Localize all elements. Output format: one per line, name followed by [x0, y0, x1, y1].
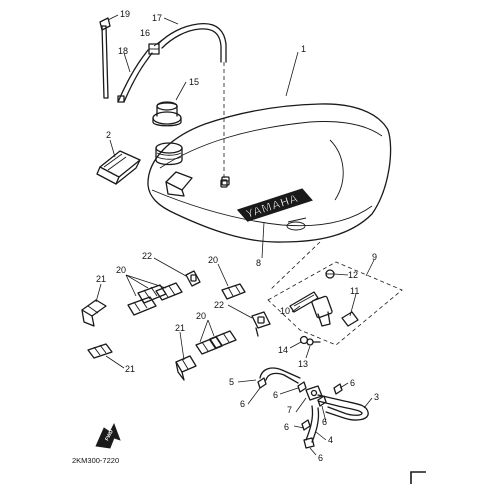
callout-9: 9	[372, 252, 377, 262]
callout-6-f: 6	[318, 453, 323, 463]
breather-hose	[117, 49, 153, 103]
grommet-22-a	[185, 270, 201, 287]
tank-bracket	[165, 171, 193, 197]
callout-11: 11	[350, 286, 359, 296]
brand-mark-text: YAMAHA	[244, 191, 300, 221]
callout-21-b: 21	[175, 323, 185, 333]
forward-arrow-label: FWD	[104, 429, 115, 442]
callout-21-a: 21	[96, 274, 106, 284]
damper-20-f	[209, 330, 237, 349]
callout-20-a: 20	[116, 265, 126, 275]
callout-labels: 1 2 3 4 5 6 6 6 6 6 6 7 8 9 10 11 12 13 …	[96, 9, 379, 463]
hose-clip	[220, 179, 228, 188]
corner-mark	[410, 471, 426, 484]
callout-14: 14	[278, 345, 288, 355]
hose-clip-6-d	[317, 395, 327, 407]
fuel-cock-lever	[341, 311, 359, 327]
callout-20-c: 20	[196, 311, 206, 321]
callout-18: 18	[118, 46, 128, 56]
hose-joint	[148, 43, 160, 55]
callout-15: 15	[189, 77, 199, 87]
fuel-cock-body	[311, 295, 333, 327]
hose-clip-6-c	[333, 383, 343, 395]
callout-1: 1	[301, 44, 306, 54]
hose-clip-6-a	[257, 377, 267, 389]
fuel-joint-7	[305, 385, 323, 401]
fuel-tank	[147, 103, 392, 243]
filler-neck	[155, 142, 183, 166]
leader-lines	[95, 14, 375, 456]
callout-22-b: 22	[214, 300, 224, 310]
callout-22-a: 22	[142, 251, 152, 261]
callout-5: 5	[229, 377, 234, 387]
damper-21-c	[175, 355, 197, 381]
hose-band	[99, 17, 111, 99]
forward-arrow-icon: FWD	[95, 423, 121, 449]
fuel-cock-screw	[325, 269, 335, 279]
callout-6-a: 6	[240, 399, 245, 409]
damper-21-b	[87, 343, 113, 359]
fuel-cock-routing-line	[269, 241, 321, 291]
callout-13: 13	[298, 359, 308, 369]
callout-4: 4	[328, 435, 333, 445]
fuel-hose-5	[259, 367, 301, 384]
callout-2: 2	[106, 130, 111, 140]
callout-6-d: 6	[284, 422, 289, 432]
tank-fastener	[221, 176, 230, 186]
fuel-cock-bolt	[306, 338, 321, 346]
callout-21-c: 21	[125, 364, 135, 374]
grommet-22-b	[251, 311, 271, 337]
hose-clip-6-e	[301, 419, 311, 431]
damper-21-a	[81, 299, 107, 327]
fuel-hose-4	[305, 405, 320, 443]
fuel-cock-assembly-outline	[267, 261, 403, 346]
hose-clip-6-f	[303, 437, 315, 449]
callout-19: 19	[120, 9, 130, 19]
callout-16: 16	[140, 28, 150, 38]
vent-hose	[157, 22, 227, 63]
callout-17: 17	[152, 13, 162, 23]
drawing-code: 2KM300-7220	[72, 456, 119, 465]
hose-clip-6-b	[297, 381, 307, 393]
callout-10: 10	[280, 306, 290, 316]
fuel-hose-3	[317, 394, 369, 421]
callout-6-c: 6	[350, 378, 355, 388]
callout-12: 12	[348, 270, 358, 280]
callout-20-b: 20	[208, 255, 218, 265]
fuel-cock-gasket	[289, 291, 319, 313]
callout-3: 3	[374, 392, 379, 402]
damper-20-c	[155, 282, 183, 301]
callout-7: 7	[287, 405, 292, 415]
callout-6-e: 6	[322, 417, 327, 427]
damper-20-d	[221, 283, 246, 300]
fuel-cap	[152, 101, 182, 127]
callout-8: 8	[256, 258, 261, 268]
callout-6-b: 6	[273, 390, 278, 400]
yamaha-brand-mark: YAMAHA	[236, 188, 313, 222]
tank-damper	[96, 150, 141, 185]
